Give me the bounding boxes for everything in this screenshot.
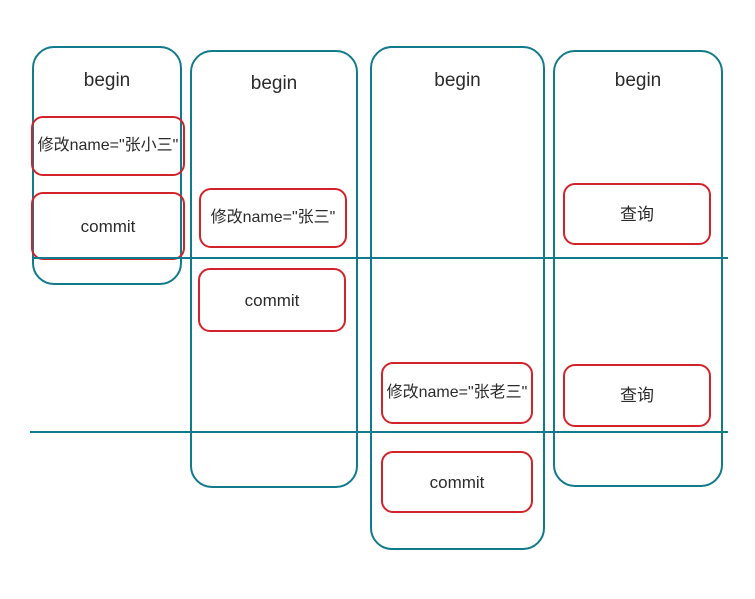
operation-update-zhangxiaosan[interactable]: 修改name="张小三" <box>31 116 185 176</box>
transaction-lane-2[interactable] <box>190 50 358 488</box>
timeline-line-1 <box>32 257 728 259</box>
operation-label: commit <box>80 216 136 236</box>
timeline-line-2 <box>30 431 728 433</box>
operation-commit-2[interactable]: commit <box>198 268 346 332</box>
operation-label: 查询 <box>620 204 654 224</box>
operation-update-zhangsan[interactable]: 修改name="张三" <box>199 188 347 248</box>
operation-label: commit <box>244 290 300 310</box>
operation-query-1[interactable]: 查询 <box>563 183 711 245</box>
operation-update-zhanglaosan[interactable]: 修改name="张老三" <box>381 362 533 424</box>
lane-4-begin-label: begin <box>614 70 662 91</box>
transaction-lane-3[interactable] <box>370 46 545 550</box>
operation-commit-1[interactable]: commit <box>31 192 185 260</box>
transaction-lane-4[interactable] <box>553 50 723 487</box>
lane-2-begin-label: begin <box>250 73 298 94</box>
operation-label: 修改name="张三" <box>210 209 336 226</box>
operation-commit-3[interactable]: commit <box>381 451 533 513</box>
operation-label: commit <box>429 472 485 492</box>
operation-label: 修改name="张小三" <box>37 137 179 154</box>
operation-label: 修改name="张老三" <box>386 384 528 401</box>
lane-3-begin-label: begin <box>434 70 481 91</box>
operation-query-2[interactable]: 查询 <box>563 364 711 427</box>
lane-1-begin-label: begin <box>83 70 131 91</box>
operation-label: 查询 <box>620 386 654 405</box>
